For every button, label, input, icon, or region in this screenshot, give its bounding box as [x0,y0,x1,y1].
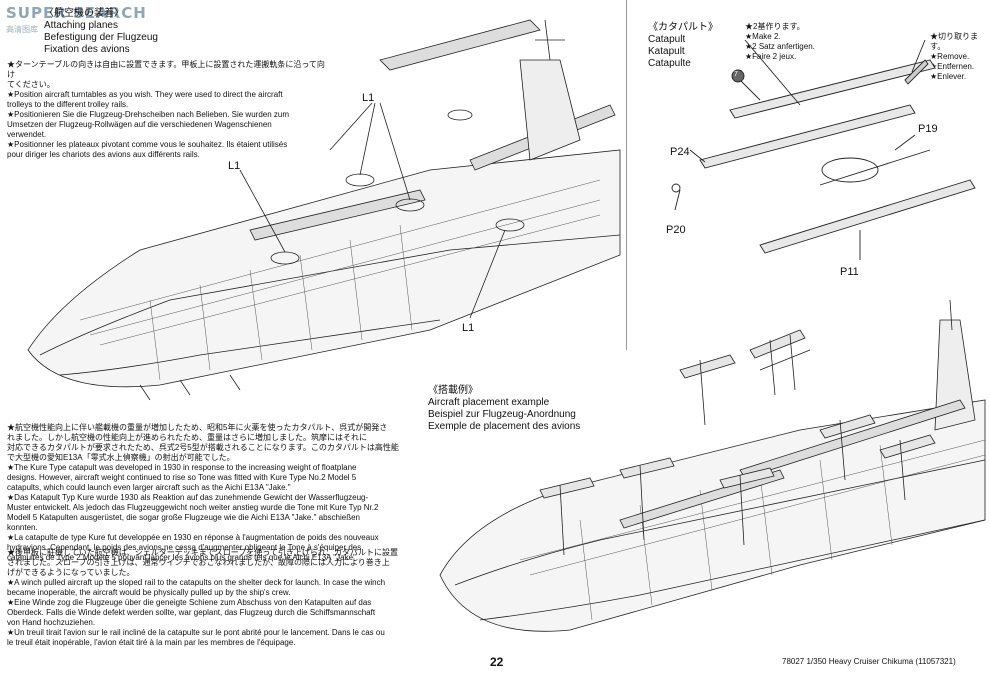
history-line: catapultes de Type 2 Modèle 5 pouvant la… [7,553,359,562]
attach-title-de: Befestigung der Flugzeug [44,32,158,43]
catapult-title-fr: Catapulte [648,58,691,69]
note-line: trolleys to the different trolley rails. [7,100,129,109]
winch-line: ★A winch pulled aircraft up the sloped r… [7,578,386,587]
winch-line: le treuil était inopérable, l'avion étai… [7,638,296,647]
history-line: ★La catapulte de type Kure fut developpé… [7,533,379,542]
history-line: 対応できるカタパルトが要求されたため、呉式2号5型が搭載されることになります。こ… [7,443,399,452]
product-code: 78027 1/350 Heavy Cruiser Chikuma (11057… [782,657,956,666]
history-line: konnten. [7,523,38,532]
note-line: Umsetzen der Flugzeug-Rollwägen auf die … [7,120,272,129]
history-line: ★The Kure Type catapult was developed in… [7,463,357,472]
history-line: ★Das Katapult Typ Kure wurde 1930 als Re… [7,493,369,502]
history-line: で大型機の愛知E13A「零式水上偵察機」の射出が可能でした。 [7,453,235,462]
winch-line: ★後甲板に駐機していた航空機は、シェルターデッキまでスロープを使って引き上げられ… [7,548,398,557]
note-line: pour diriger les chariots des avions aux… [7,150,200,159]
note-line: てください。 [7,80,55,89]
make-line: ★2基作ります。 [745,22,805,31]
part-label-p11: P11 [840,266,859,278]
history-line: Muster entwickelt. Als jedoch das Flugze… [7,503,379,512]
part-label-7: 7 [734,71,738,78]
watermark-logo: SUPER SEARCH [6,4,147,22]
winch-line: von Hand hochzuziehen. [7,618,96,627]
attach-title-jp: 〈航空機の装着〉 [44,8,124,19]
part-label-p24: P24 [670,146,690,158]
make-line: ★Make 2. [745,32,781,41]
part-label-p19: P19 [918,123,938,135]
attach-notes: ★ターンテーブルの向きは自由に設置できます。甲板上に設置された運搬軌条に沿って向… [7,60,325,160]
placement-title-en: Aircraft placement example [428,397,550,408]
history-line: Modell 5 Katapulten ausgerüstet, die sog… [7,513,361,522]
catapult-history-text: ★航空機性能向上に伴い艦載機の重量が増加したため、昭和5年に火薬を使ったカタパル… [7,423,427,563]
watermark-subtitle: 高清图库 [6,25,38,34]
winch-line: became inoperable, the aircraft would be… [7,588,291,597]
history-line: hydravions. Cependant, le poids des avio… [7,543,362,552]
attach-title-en: Attaching planes [44,20,118,31]
history-line: れました。しかし航空機の性能向上が進められたため、重量はさらに増加しました。筑摩… [7,433,367,442]
label-l1: L1 [228,160,241,172]
history-line: catapults, which could launch even large… [7,483,291,492]
winch-text: ★後甲板に駐機していた航空機は、シェルターデッキまでスロープを使って引き上げられ… [7,548,427,648]
make-line: ★2 Satz anfertigen. [745,42,815,51]
placement-title-de: Beispiel zur Flugzeug-Anordnung [428,409,576,420]
placement-title-fr: Exemple de placement des avions [428,421,581,432]
note-line: ★Position aircraft turntables as you wis… [7,90,283,99]
remove-line: ★切り取ります。 [930,32,978,51]
history-line: ★航空機性能向上に伴い艦載機の重量が増加したため、昭和5年に火薬を使ったカタパル… [7,423,388,432]
part-label-p20: P20 [666,224,686,236]
winch-line: げができるようになっていました。 [7,568,135,577]
catapult-title-de: Katapult [648,46,685,57]
catapult-header: 《カタパルト》 Catapult Katapult Catapulte [648,22,718,70]
note-line: ★Positionner les plateaux pivotant comme… [7,140,288,149]
winch-line: Oberdeck. Falls die Winde defekt werden … [7,608,376,617]
remove-line: ★Entfernen. [930,62,975,71]
catapult-title-en: Catapult [648,34,686,45]
placement-header: 《搭載例》 Aircraft placement example Beispie… [428,385,580,433]
history-line: designs. However, aircraft weight contin… [7,473,357,482]
make-line: ★Faire 2 jeux. [745,52,797,61]
page-divider [626,0,627,350]
remove-line: ★Enlever. [930,72,967,81]
catapult-remove-note: ★切り取ります。 ★Remove. ★Entfernen. ★Enlever. [930,32,990,82]
catapult-make-note: ★2基作ります。 ★Make 2. ★2 Satz anfertigen. ★F… [745,22,815,62]
page-number: 22 [490,655,504,669]
winch-line: ★Un treuil tirait l'avion sur le rail in… [7,628,385,637]
note-line: verwendet. [7,130,47,139]
catapult-title-jp: 《カタパルト》 [648,22,718,33]
placement-title-jp: 《搭載例》 [428,385,478,396]
note-line: ★ターンテーブルの向きは自由に設置できます。甲板上に設置された運搬軌条に沿って向… [7,60,325,79]
note-line: ★Positionieren Sie die Flugzeug-Drehsche… [7,110,289,119]
label-l1: L1 [462,322,475,334]
winch-line: されました。スロープの引き上げは、通常ウインチでおこなわれましたが、故障の際には… [7,558,390,567]
remove-line: ★Remove. [930,52,970,61]
section-attach-header: 〈航空機の装着〉 Attaching planes Befestigung de… [44,8,158,56]
attach-title-fr: Fixation des avions [44,44,130,55]
label-l1: L1 [362,92,375,104]
winch-line: ★Eine Winde zog die Flugzeuge über die g… [7,598,372,607]
